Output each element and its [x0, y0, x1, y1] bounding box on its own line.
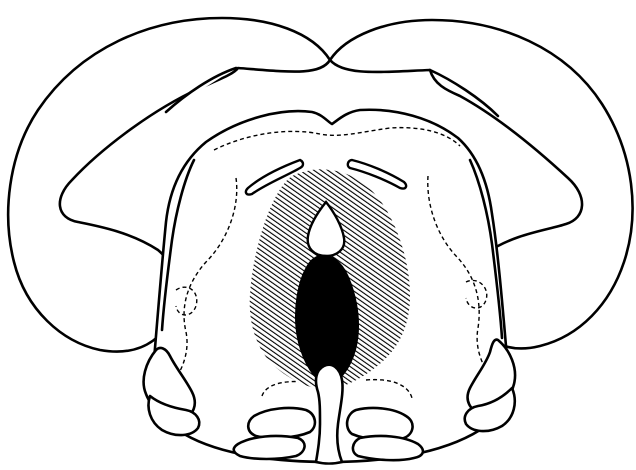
bottom-left-lobule [248, 408, 315, 438]
midline-stem [316, 365, 343, 464]
